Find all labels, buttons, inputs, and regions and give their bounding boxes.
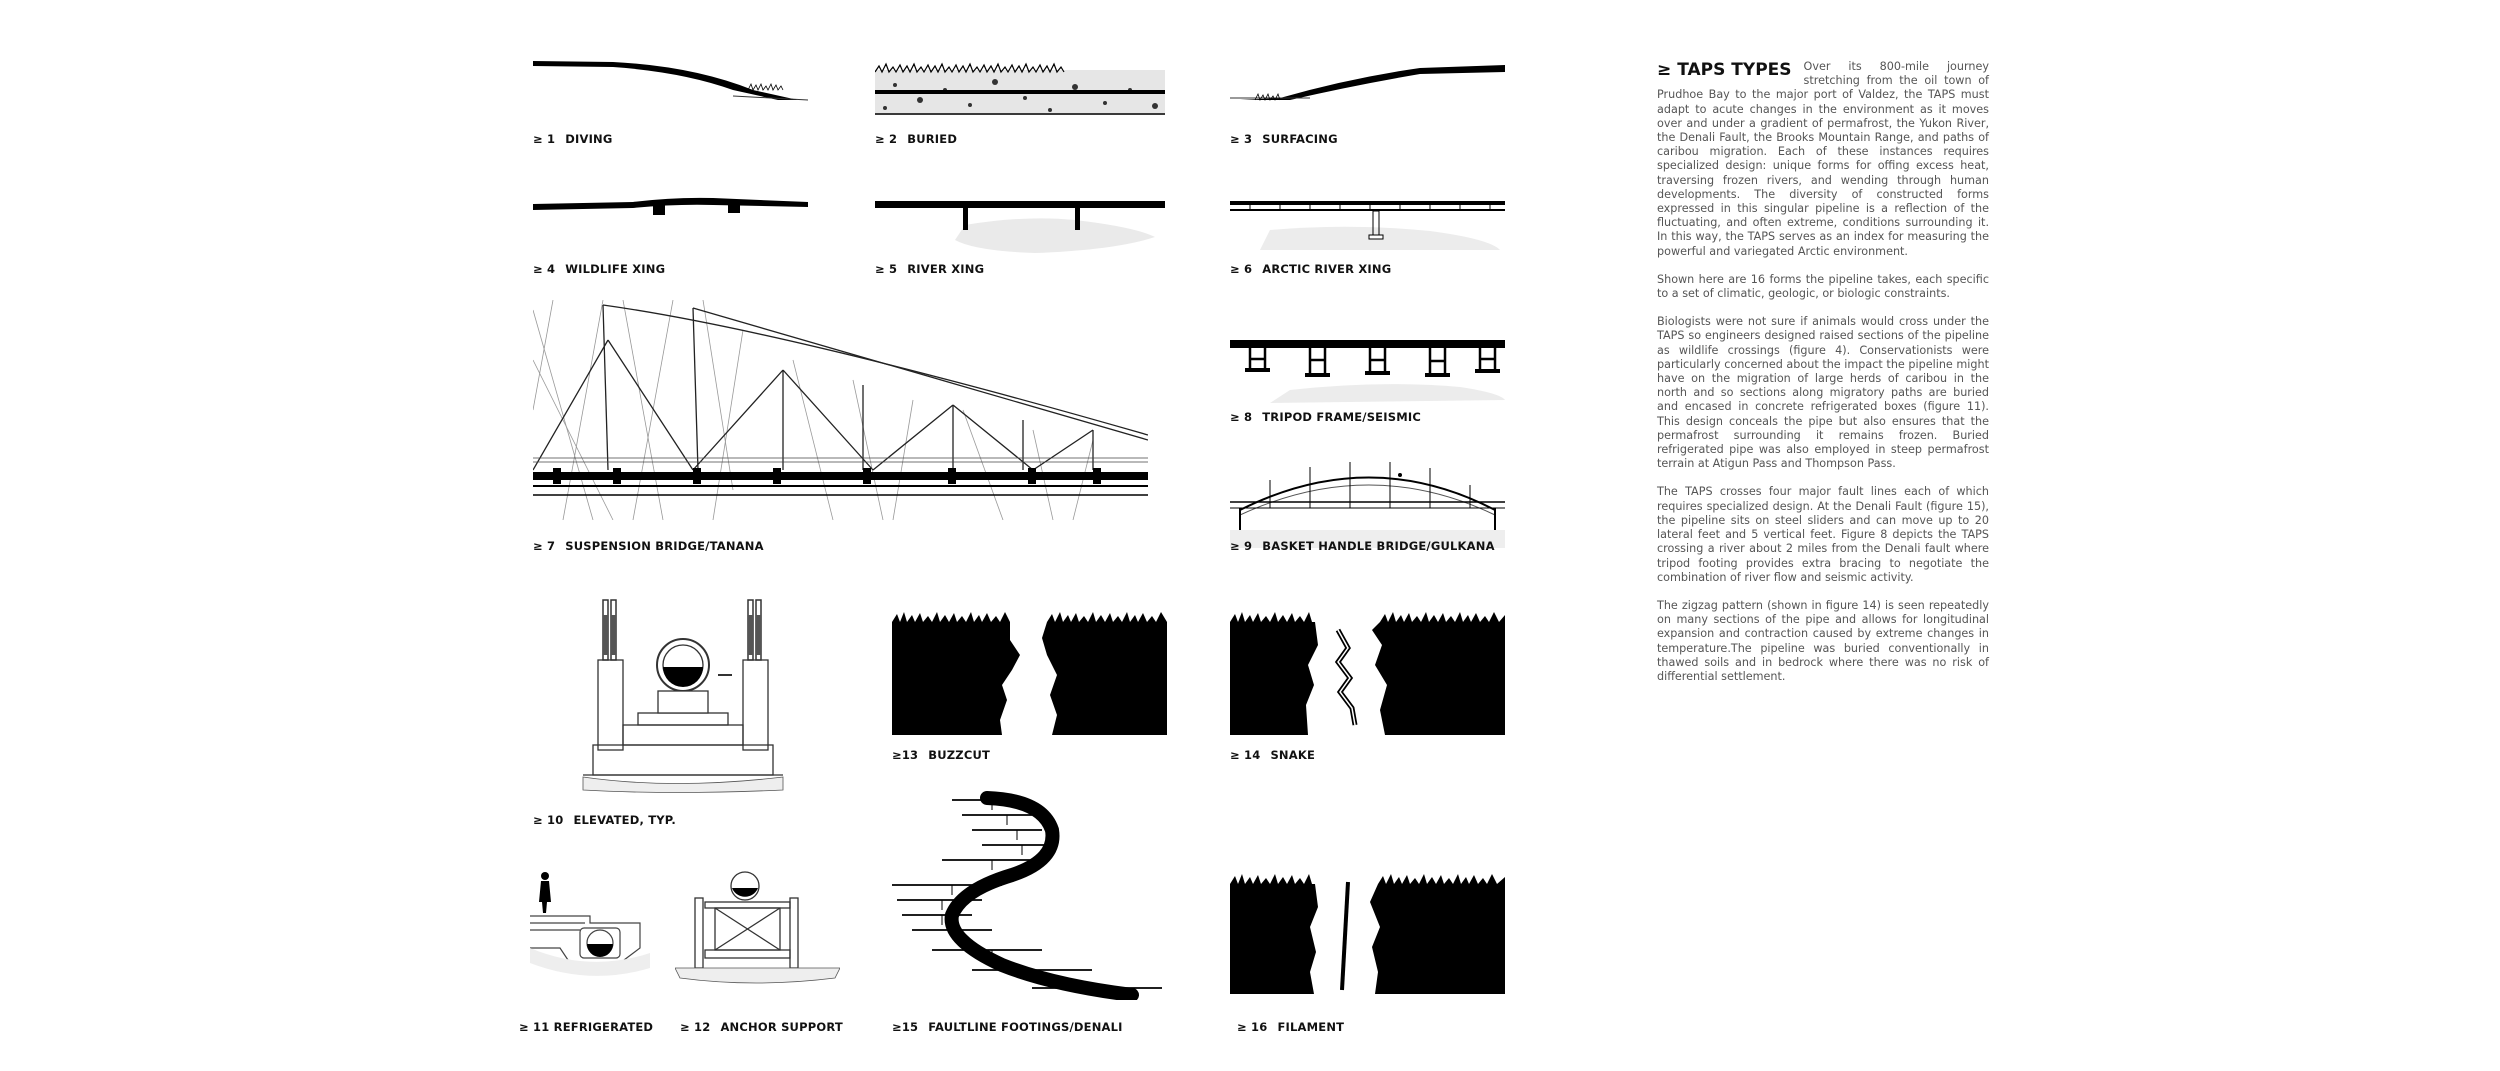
figure-anchor-support (675, 868, 840, 988)
figure-suspension-bridge (533, 300, 1148, 520)
arctic-river-xing-drawing (1230, 201, 1505, 250)
figure-wildlife-xing (533, 190, 808, 220)
figure-filament (1230, 872, 1505, 994)
figure-buried (875, 60, 1165, 115)
buried-drawing (875, 62, 1165, 115)
figure-river-xing (875, 195, 1165, 255)
elevated-drawing (582, 599, 784, 793)
panel-paragraph-5: The zigzag pattern (shown in figure 14) … (1657, 598, 1989, 683)
caption-11: ≥ 11 REFRIGERATED (519, 1020, 654, 1034)
panel-paragraph-3: Biologists were not sure if animals woul… (1657, 315, 1989, 471)
wildlife-xing-drawing (533, 197, 808, 215)
filament-drawing (1230, 874, 1505, 994)
buzzcut-drawing (892, 612, 1167, 735)
tripod-frame-drawing (1230, 340, 1505, 403)
figure-faultline-footings (892, 790, 1172, 1000)
basket-handle-bridge-drawing (1230, 462, 1505, 548)
surfacing-drawing (1230, 65, 1505, 101)
figure-elevated (553, 595, 788, 795)
diving-drawing (533, 61, 808, 101)
figure-surfacing (1230, 60, 1505, 105)
panel-paragraph-4: The TAPS crosses four major fault lines … (1657, 485, 1989, 584)
figure-buzzcut (892, 610, 1167, 735)
snake-drawing (1230, 612, 1505, 735)
figure-diving (533, 60, 808, 105)
river-xing-drawing (875, 201, 1165, 253)
panel-paragraph-2: Shown here are 16 forms the pipeline tak… (1657, 272, 1989, 301)
anchor-support-drawing (675, 871, 840, 984)
figure-tripod-frame (1230, 335, 1505, 405)
panel-title: ≥TAPS TYPES (1657, 60, 1792, 80)
figure-basket-handle-bridge (1230, 450, 1505, 550)
figure-arctic-river-xing (1230, 195, 1505, 255)
suspension-bridge-drawing (533, 300, 1148, 520)
faultline-footings-drawing (892, 791, 1162, 1000)
refrigerated-drawing (530, 872, 650, 976)
figure-refrigerated (530, 868, 665, 988)
figure-snake (1230, 610, 1505, 735)
